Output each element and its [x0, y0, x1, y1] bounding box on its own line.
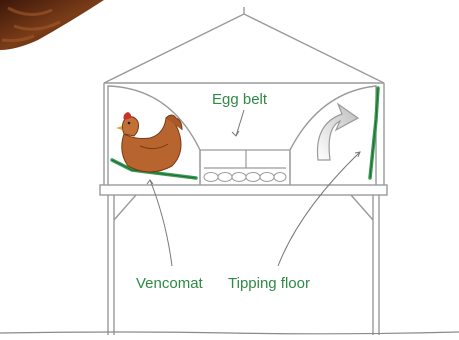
platform: [100, 185, 387, 195]
ground-line: [0, 332, 459, 334]
egg-belt-label: Egg belt: [212, 91, 268, 108]
support-legs: [108, 195, 379, 335]
eggs: [204, 173, 286, 182]
right-nest-compartment: [290, 86, 376, 185]
hen-icon: [116, 112, 182, 172]
curved-arrow-icon: [318, 104, 359, 160]
tipping-floor-label: Tipping floor: [228, 275, 310, 292]
roof: [104, 7, 384, 83]
vencomat-label: Vencomat: [136, 275, 204, 292]
